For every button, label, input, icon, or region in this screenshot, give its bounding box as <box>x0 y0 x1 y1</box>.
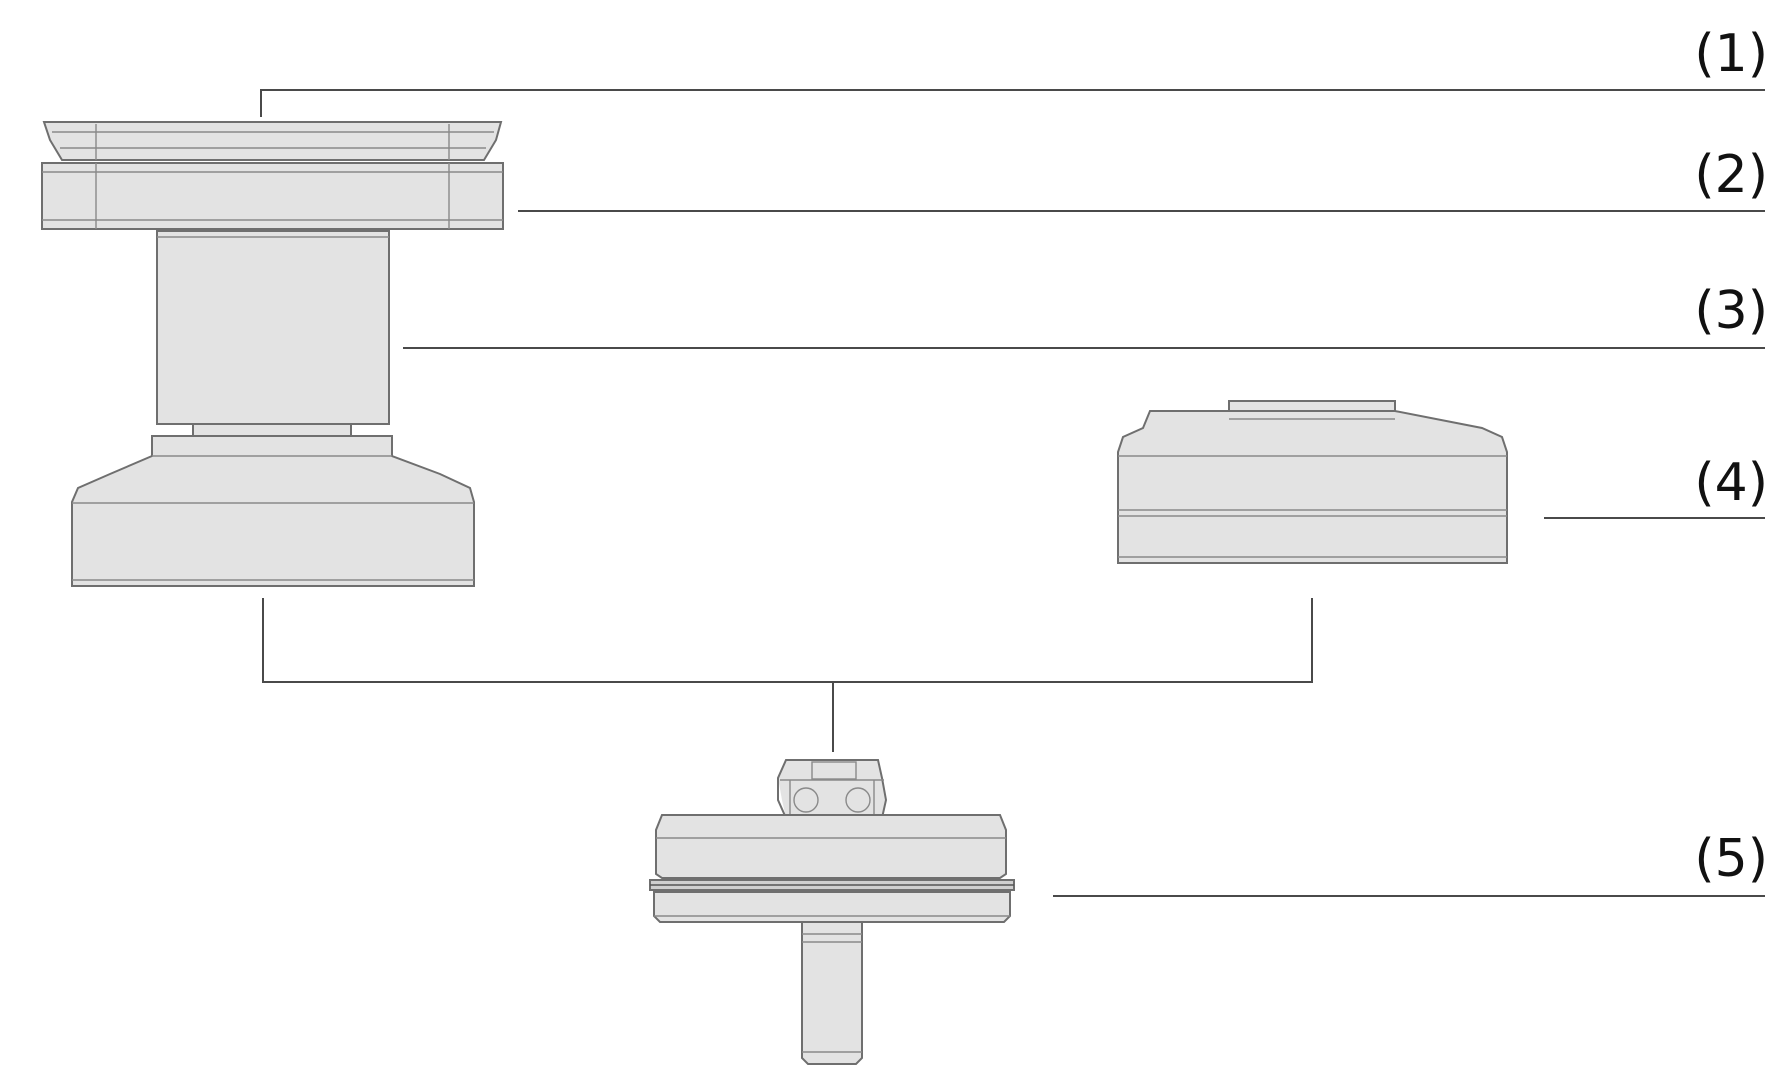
callout-label-4: (4) <box>1694 453 1768 513</box>
callout-labels: (1) (2) (3) (4) (5) <box>1694 24 1768 889</box>
connector-bracket <box>262 598 1313 683</box>
bottom-pin <box>801 921 863 1065</box>
leader-lines <box>260 89 1765 897</box>
hex-nut <box>777 759 888 819</box>
callout-label-3: (3) <box>1694 281 1768 341</box>
column-part <box>156 230 390 425</box>
callout-label-1: (1) <box>1694 24 1768 84</box>
top-rim-part <box>42 121 503 161</box>
upper-flange-part <box>41 162 504 230</box>
leader-line-1 <box>260 89 1765 117</box>
left-assembly <box>41 121 504 587</box>
callout-label-5: (5) <box>1694 829 1768 889</box>
left-base-part <box>71 423 475 587</box>
bottom-hub-part <box>649 759 1015 1065</box>
callout-label-2: (2) <box>1694 145 1768 205</box>
right-cap-part <box>1117 400 1508 564</box>
